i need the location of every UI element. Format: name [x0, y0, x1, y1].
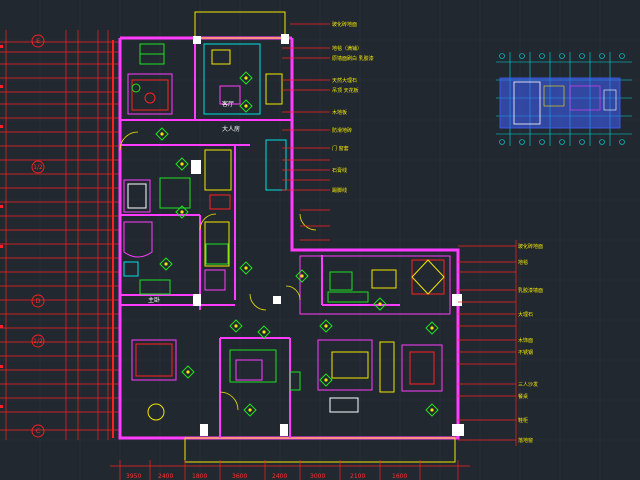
- svg-text:石膏线: 石膏线: [332, 167, 347, 174]
- svg-text:木饰面: 木饰面: [518, 337, 533, 344]
- bathtub-lower: [123, 221, 171, 295]
- room-label-1: 客厅: [222, 100, 234, 108]
- balcony-outline: [184, 11, 456, 463]
- key-plan-thumbnail: [496, 52, 632, 146]
- svg-text:D: D: [36, 298, 41, 305]
- svg-text:踢脚线: 踢脚线: [332, 187, 347, 194]
- left-edge-red-markers: [112, 40, 114, 438]
- door-swings: [119, 131, 317, 411]
- left-dimension-ticks: [0, 45, 3, 408]
- room-label-2: 主卧: [148, 296, 160, 304]
- svg-text:鞋柜: 鞋柜: [518, 417, 528, 424]
- svg-text:三人沙发: 三人沙发: [518, 381, 538, 388]
- upper-leader-lines: [282, 23, 330, 241]
- svg-text:1800: 1800: [192, 473, 207, 480]
- svg-text:乳胶漆墙面: 乳胶漆墙面: [518, 287, 543, 294]
- lower-leader-lines: [458, 240, 517, 446]
- svg-text:地毯: 地毯: [518, 259, 528, 266]
- axis-bubble-half-upper: 1/2: [31, 160, 45, 174]
- svg-text:大理石: 大理石: [518, 311, 533, 318]
- svg-text:3600: 3600: [232, 473, 247, 480]
- axis-bubble-E: E: [31, 34, 45, 48]
- svg-text:2100: 2100: [350, 473, 365, 480]
- svg-text:落地窗: 落地窗: [518, 437, 533, 444]
- svg-text:1/2: 1/2: [33, 338, 43, 345]
- lower-note-labels: 玻化砖地面 地毯 乳胶漆墙面 大理石 木饰面 不锈钢 三人沙发 餐桌 鞋柜 落地…: [518, 243, 543, 444]
- svg-text:门 窗套: 门 窗套: [332, 145, 349, 152]
- right-upper-room: [299, 255, 451, 315]
- upper-note-labels: 玻化砖地面 地毯（满铺） 原墙面刷白 乳胶漆 天然大理石 吊顶 天花板 木地板 …: [332, 21, 374, 194]
- light-fixtures: [155, 71, 439, 417]
- axis-bubble-half-lower: 1/2: [31, 334, 45, 348]
- study-desk: [229, 349, 301, 391]
- axis-bubble-C: C: [31, 424, 45, 438]
- light-fixture-centers: [160, 76, 434, 412]
- dining-table: [379, 341, 443, 393]
- living-sofa: [317, 339, 373, 413]
- svg-text:3950: 3950: [126, 473, 141, 480]
- bathroom-middle-fixtures: [159, 139, 287, 210]
- bottom-dimension-lines: [110, 460, 470, 480]
- svg-text:C: C: [36, 428, 40, 435]
- bed-upper-left: [127, 73, 173, 115]
- bottom-dimension-values: 3950 2400 1800 3600 2400 3000 2100 1600: [126, 473, 407, 480]
- room-label-0: 大人房: [222, 125, 240, 133]
- svg-text:防滑地砖: 防滑地砖: [332, 127, 352, 134]
- left-dimension-lines: [0, 30, 120, 440]
- svg-text:玻化砖地面: 玻化砖地面: [518, 243, 543, 250]
- bed-lower-left: [131, 339, 177, 421]
- svg-text:2400: 2400: [158, 473, 173, 480]
- svg-text:天然大理石: 天然大理石: [332, 77, 357, 84]
- bathroom-upper: [203, 43, 283, 115]
- kitchen-fixtures: [204, 221, 230, 291]
- wardrobe-top: [139, 43, 165, 65]
- bathtub-middle: [123, 179, 151, 213]
- svg-text:3000: 3000: [310, 473, 325, 480]
- svg-text:原墙面刷白 乳胶漆: 原墙面刷白 乳胶漆: [332, 55, 374, 62]
- svg-text:玻化砖地面: 玻化砖地面: [332, 21, 357, 28]
- svg-text:1600: 1600: [392, 473, 407, 480]
- svg-text:1/2: 1/2: [33, 164, 43, 171]
- svg-text:不锈钢: 不锈钢: [518, 349, 533, 356]
- structural-columns: [191, 34, 464, 436]
- svg-text:E: E: [36, 38, 40, 45]
- svg-text:木地板: 木地板: [332, 109, 347, 116]
- axis-bubble-D: D: [31, 294, 45, 308]
- svg-text:地毯（满铺）: 地毯（满铺）: [332, 45, 362, 52]
- svg-text:2400: 2400: [272, 473, 287, 480]
- svg-text:餐桌: 餐桌: [518, 393, 528, 400]
- svg-text:吊顶 天花板: 吊顶 天花板: [332, 87, 359, 94]
